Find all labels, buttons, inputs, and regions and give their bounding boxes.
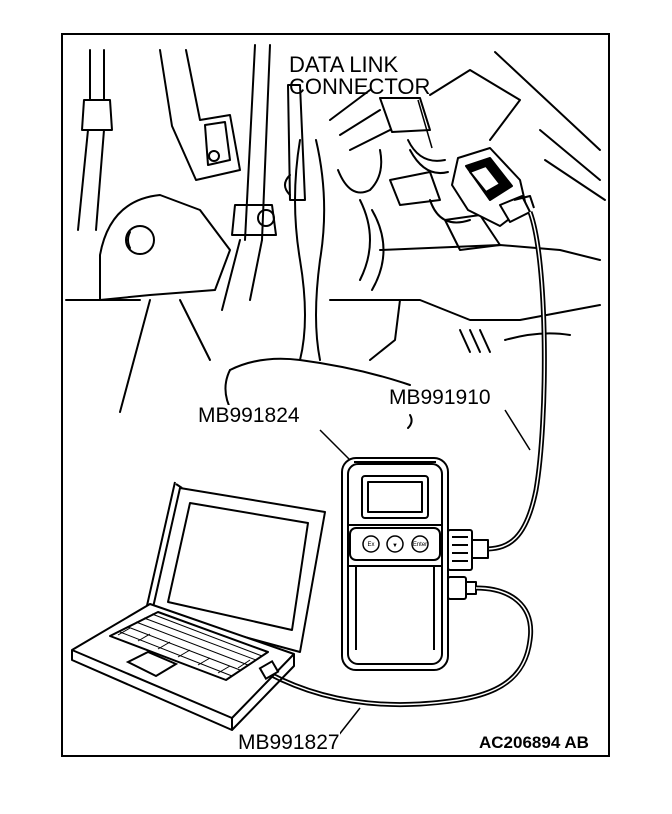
device-button-enter-label: Enter — [413, 542, 427, 548]
vehicle-dashboard-area — [65, 44, 606, 429]
part-label-mb991824: MB991824 — [198, 404, 300, 427]
device-button-enter[interactable] — [411, 535, 429, 553]
laptop-touchpad — [125, 650, 179, 678]
device-buttons — [362, 535, 429, 553]
laptop-keyboard — [109, 611, 269, 681]
laptop-keyboard-keys — [117, 613, 263, 677]
laptop-screen — [167, 502, 309, 631]
device-button-ex[interactable] — [362, 535, 380, 553]
data-link-connector — [451, 147, 535, 227]
data-link-connector-label-line1: DATA LINK — [289, 52, 399, 77]
part-label-mb991910: MB991910 — [389, 386, 491, 409]
data-link-connector-label-line2: CONNECTOR — [289, 74, 431, 99]
device-port-connectors — [447, 529, 489, 600]
laptop-port — [258, 659, 280, 681]
laptop-computer — [71, 481, 326, 731]
device-button-ex-label: Ex — [367, 542, 374, 548]
leader-lines — [319, 99, 531, 737]
data-link-connector-label: DATA LINK CONNECTOR — [289, 54, 430, 98]
part-label-mb991827: MB991827 — [238, 731, 340, 754]
device-button-down-label: ▼ — [392, 543, 398, 549]
device-button-down[interactable] — [386, 535, 404, 553]
vci-device-mb991824 — [341, 457, 449, 671]
figure-code: AC206894 AB — [479, 733, 589, 752]
